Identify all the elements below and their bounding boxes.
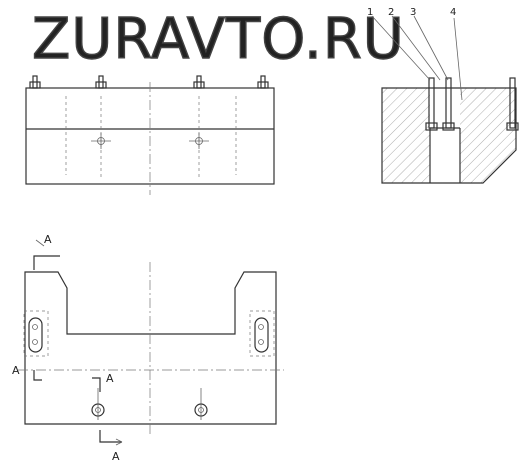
section-marker-middle: A bbox=[92, 372, 114, 392]
plan-slot-right bbox=[249, 310, 275, 357]
plan-view: A A A A bbox=[12, 233, 284, 463]
callout-4: 4 bbox=[450, 7, 456, 18]
section-view: 1 2 3 4 bbox=[367, 7, 519, 184]
section-marker-bottom: A bbox=[99, 430, 123, 463]
plan-slot-left bbox=[23, 310, 49, 357]
section-label-middle: A bbox=[106, 372, 114, 385]
front-stud-2 bbox=[95, 75, 107, 89]
plan-bolt-hole-right bbox=[194, 388, 208, 420]
section-label-left: A bbox=[12, 364, 20, 377]
section-bolt-middle bbox=[442, 77, 455, 131]
front-stud-4 bbox=[257, 75, 269, 89]
callout-2: 2 bbox=[388, 7, 394, 18]
front-bolt-hole-left bbox=[91, 133, 111, 149]
front-stud-3 bbox=[193, 75, 205, 89]
section-label-bottom: A bbox=[112, 450, 120, 463]
section-bolt-right bbox=[506, 77, 519, 131]
section-marker-top: A bbox=[33, 233, 60, 270]
watermark-text: ZURAVTO.RU bbox=[32, 7, 405, 72]
section-marker-left: A bbox=[12, 364, 42, 381]
callout-1: 1 bbox=[367, 7, 373, 18]
callout-3: 3 bbox=[410, 7, 416, 18]
plan-bolt-hole-left bbox=[91, 388, 105, 420]
section-label-top: A bbox=[44, 233, 52, 246]
front-view bbox=[25, 75, 275, 195]
front-stud-1 bbox=[29, 75, 41, 89]
front-bolt-hole-right bbox=[189, 133, 209, 149]
section-bolt-left bbox=[425, 77, 438, 131]
